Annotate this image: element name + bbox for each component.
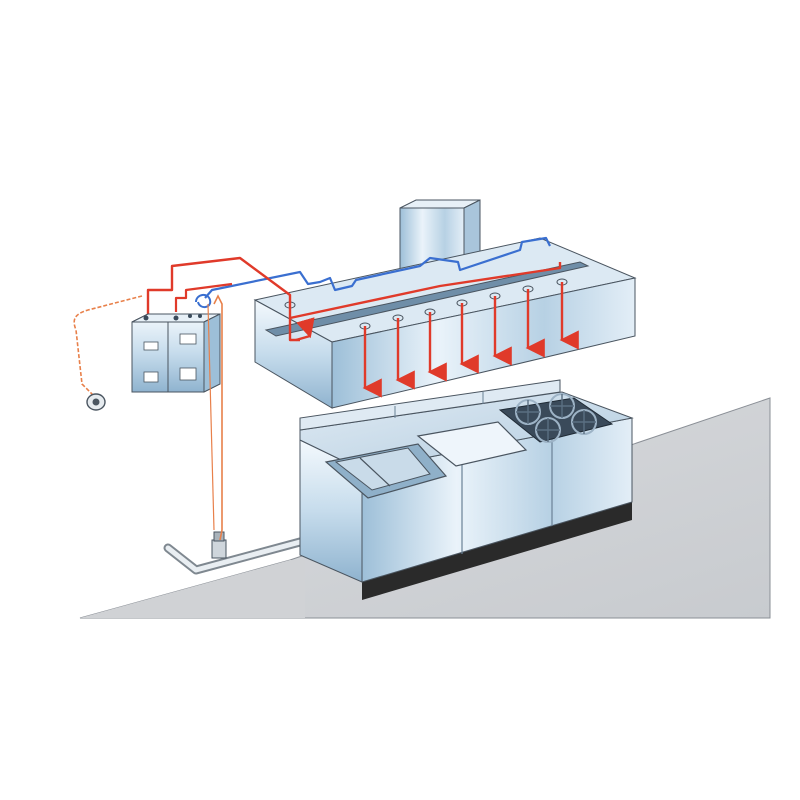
plenum-nozzle-arrow xyxy=(295,317,315,342)
gas-valve-cable xyxy=(213,294,223,541)
pull-station-cable xyxy=(73,295,143,397)
backsplash xyxy=(299,379,561,431)
hood-filter-slot xyxy=(264,261,590,337)
range-burners xyxy=(498,393,614,443)
fryer xyxy=(324,443,448,499)
agent-piping xyxy=(146,256,300,342)
detection-line xyxy=(204,236,551,299)
floor-left-strip xyxy=(80,560,305,618)
manual-pull-station-icon xyxy=(86,393,106,411)
control-cabinet-icon xyxy=(131,313,221,393)
gas-supply-pipe xyxy=(163,537,305,575)
griddle xyxy=(416,421,528,467)
discharge-arrows xyxy=(362,282,579,398)
floor xyxy=(79,397,771,619)
detection-line-loop xyxy=(195,294,212,308)
agent-piping-branch xyxy=(174,282,233,312)
gas-valve-cable-2 xyxy=(207,303,215,531)
cooking-line-plinth xyxy=(362,500,632,600)
agent-piping-hood xyxy=(289,262,562,320)
gas-valve-icon xyxy=(211,531,227,559)
